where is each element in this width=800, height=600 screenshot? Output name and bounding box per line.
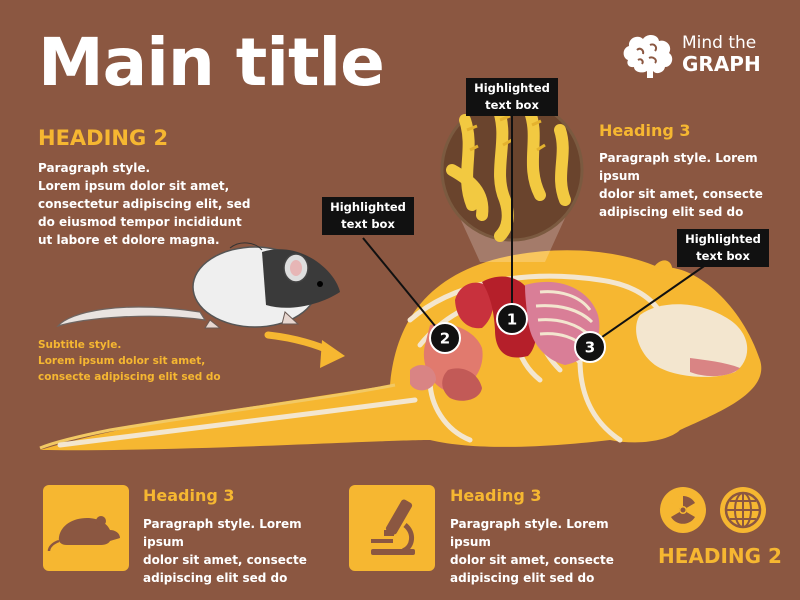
logo-line-1: Mind the xyxy=(682,33,757,53)
left-heading: HEADING 2 xyxy=(38,126,169,150)
card2-icon-box xyxy=(349,485,435,571)
card1-paragraph: Paragraph style. Lorem ipsum dolor sit a… xyxy=(143,517,307,585)
marker-1[interactable]: 1 xyxy=(496,303,528,335)
highlight-box-left: Highlighted text box xyxy=(322,197,414,235)
card1-icon-box xyxy=(43,485,129,571)
right-paragraph: Paragraph style. Lorem ipsum dolor sit a… xyxy=(599,151,763,219)
rat-drawing xyxy=(56,242,340,329)
card2-paragraph: Paragraph style. Lorem ipsum dolor sit a… xyxy=(450,517,614,585)
marker-3-label: 3 xyxy=(585,339,595,357)
mouse-icon xyxy=(47,516,120,552)
microscope-icon xyxy=(371,499,415,555)
globe-badge xyxy=(720,487,766,533)
highlight-box-top: Highlighted text box xyxy=(466,78,558,116)
left-paragraph: Paragraph style. Lorem ipsum dolor sit a… xyxy=(38,161,251,247)
globe-icon xyxy=(724,491,762,529)
marker-1-label: 1 xyxy=(507,311,517,329)
right-heading: Heading 3 xyxy=(599,121,691,140)
radiation-badge xyxy=(660,487,706,533)
highlight-box-right: Highlighted text box xyxy=(677,229,769,267)
brain-icon xyxy=(623,35,673,78)
arrow-head xyxy=(320,340,345,368)
logo: Mind the GRAPH xyxy=(620,30,780,80)
marker-3[interactable]: 3 xyxy=(574,331,606,363)
rat-anatomy-illustration: 1 2 3 xyxy=(39,98,762,451)
zoom-tissue-detail xyxy=(466,114,546,152)
card1-heading: Heading 3 xyxy=(143,486,235,505)
mouth xyxy=(690,358,740,377)
marker-2-label: 2 xyxy=(440,330,450,348)
left-subtitle: Subtitle style. Lorem ipsum dolor sit am… xyxy=(38,339,221,383)
bottom-right-heading: HEADING 2 xyxy=(658,544,782,568)
pointer-lines xyxy=(362,110,711,345)
radiation-icon xyxy=(671,496,695,524)
main-title: Main title xyxy=(38,24,385,101)
card2-heading: Heading 3 xyxy=(450,486,542,505)
marker-2[interactable]: 2 xyxy=(429,322,461,354)
skull xyxy=(636,304,748,377)
logo-line-2: GRAPH xyxy=(682,52,761,76)
